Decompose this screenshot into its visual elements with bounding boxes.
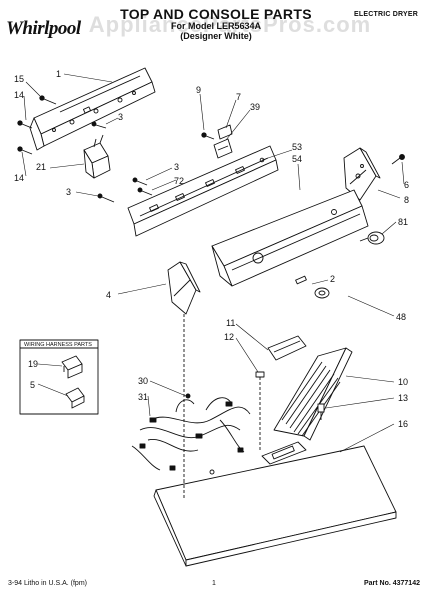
callout-21: 21 — [36, 162, 46, 172]
model-line: For Model LER5634A — [170, 21, 262, 31]
page-title: TOP AND CONSOLE PARTS — [120, 6, 312, 22]
clip-2 — [295, 275, 330, 299]
leader-lines — [21, 73, 405, 453]
callout-14-lower: 14 — [14, 173, 24, 183]
screw-3-left — [97, 193, 115, 203]
callout-48: 48 — [396, 312, 406, 322]
callout-39: 39 — [250, 102, 260, 112]
clip-9 — [201, 132, 215, 140]
variant-line: (Designer White) — [180, 31, 252, 41]
litho-note: 3-94 Litho in U.S.A. (fpm) — [8, 580, 87, 587]
callout-72: 72 — [174, 176, 184, 186]
screw-3-mid — [132, 177, 148, 186]
callout-3-left: 3 — [66, 187, 71, 197]
page-number: 1 — [212, 580, 216, 587]
wiring-box-title: WIRING HARNESS PARTS — [24, 342, 92, 348]
wiring-parts-box — [19, 339, 99, 415]
callout-labels: 1 15 14 3 14 21 3 9 7 39 53 54 3 72 6 8 … — [14, 69, 409, 429]
wiring-harness — [131, 393, 251, 471]
screw-13 — [317, 403, 325, 420]
callout-19: 19 — [28, 359, 38, 369]
switch-39 — [213, 138, 233, 159]
screw-3-top — [91, 121, 107, 129]
connector-5 — [65, 387, 85, 409]
callout-3-mid: 3 — [174, 162, 179, 172]
whirlpool-logo: Whirlpool — [6, 10, 92, 40]
callout-6: 6 — [404, 180, 409, 190]
callout-53: 53 — [292, 142, 302, 152]
callout-54: 54 — [292, 154, 302, 164]
screw-15 — [39, 95, 57, 105]
panel-11 — [267, 335, 307, 361]
end-cap-8 — [343, 147, 381, 201]
product-type: ELECTRIC DRYER — [354, 11, 418, 18]
callout-9: 9 — [196, 85, 201, 95]
callout-12: 12 — [224, 332, 234, 342]
timer-switch-21 — [83, 134, 111, 179]
callout-15: 15 — [14, 74, 24, 84]
bracket-7 — [217, 124, 233, 140]
screw-6 — [391, 154, 405, 165]
callout-5: 5 — [30, 380, 35, 390]
callout-4: 4 — [106, 290, 111, 300]
connector-19 — [61, 355, 83, 379]
callout-7: 7 — [236, 92, 241, 102]
callout-3-top: 3 — [118, 112, 123, 122]
screw-72 — [137, 187, 153, 196]
callout-10: 10 — [398, 377, 408, 387]
screw-14-lower — [17, 146, 33, 155]
knob-81 — [359, 231, 385, 245]
control-panel-bracket — [29, 67, 156, 151]
brand-name: Whirlpool — [6, 18, 81, 39]
callout-8: 8 — [404, 195, 409, 205]
lint-grille-10 — [273, 347, 353, 441]
part-number: Part No. 4377142 — [363, 580, 420, 587]
callout-81: 81 — [398, 217, 408, 227]
end-cap-4 — [167, 261, 201, 480]
lint-slot — [261, 441, 307, 465]
console-backguard — [127, 145, 279, 237]
callout-11: 11 — [226, 318, 235, 328]
top-panel-16 — [153, 445, 397, 567]
callout-1: 1 — [56, 69, 61, 79]
callout-31: 31 — [138, 392, 148, 402]
control-console — [211, 189, 369, 287]
callout-14-upper: 14 — [14, 90, 24, 100]
callout-30: 30 — [138, 376, 148, 386]
screw-14-upper — [17, 120, 33, 129]
clip-12 — [255, 371, 265, 450]
callout-13: 13 — [398, 393, 408, 403]
callout-16: 16 — [398, 419, 408, 429]
callout-2: 2 — [330, 274, 335, 284]
